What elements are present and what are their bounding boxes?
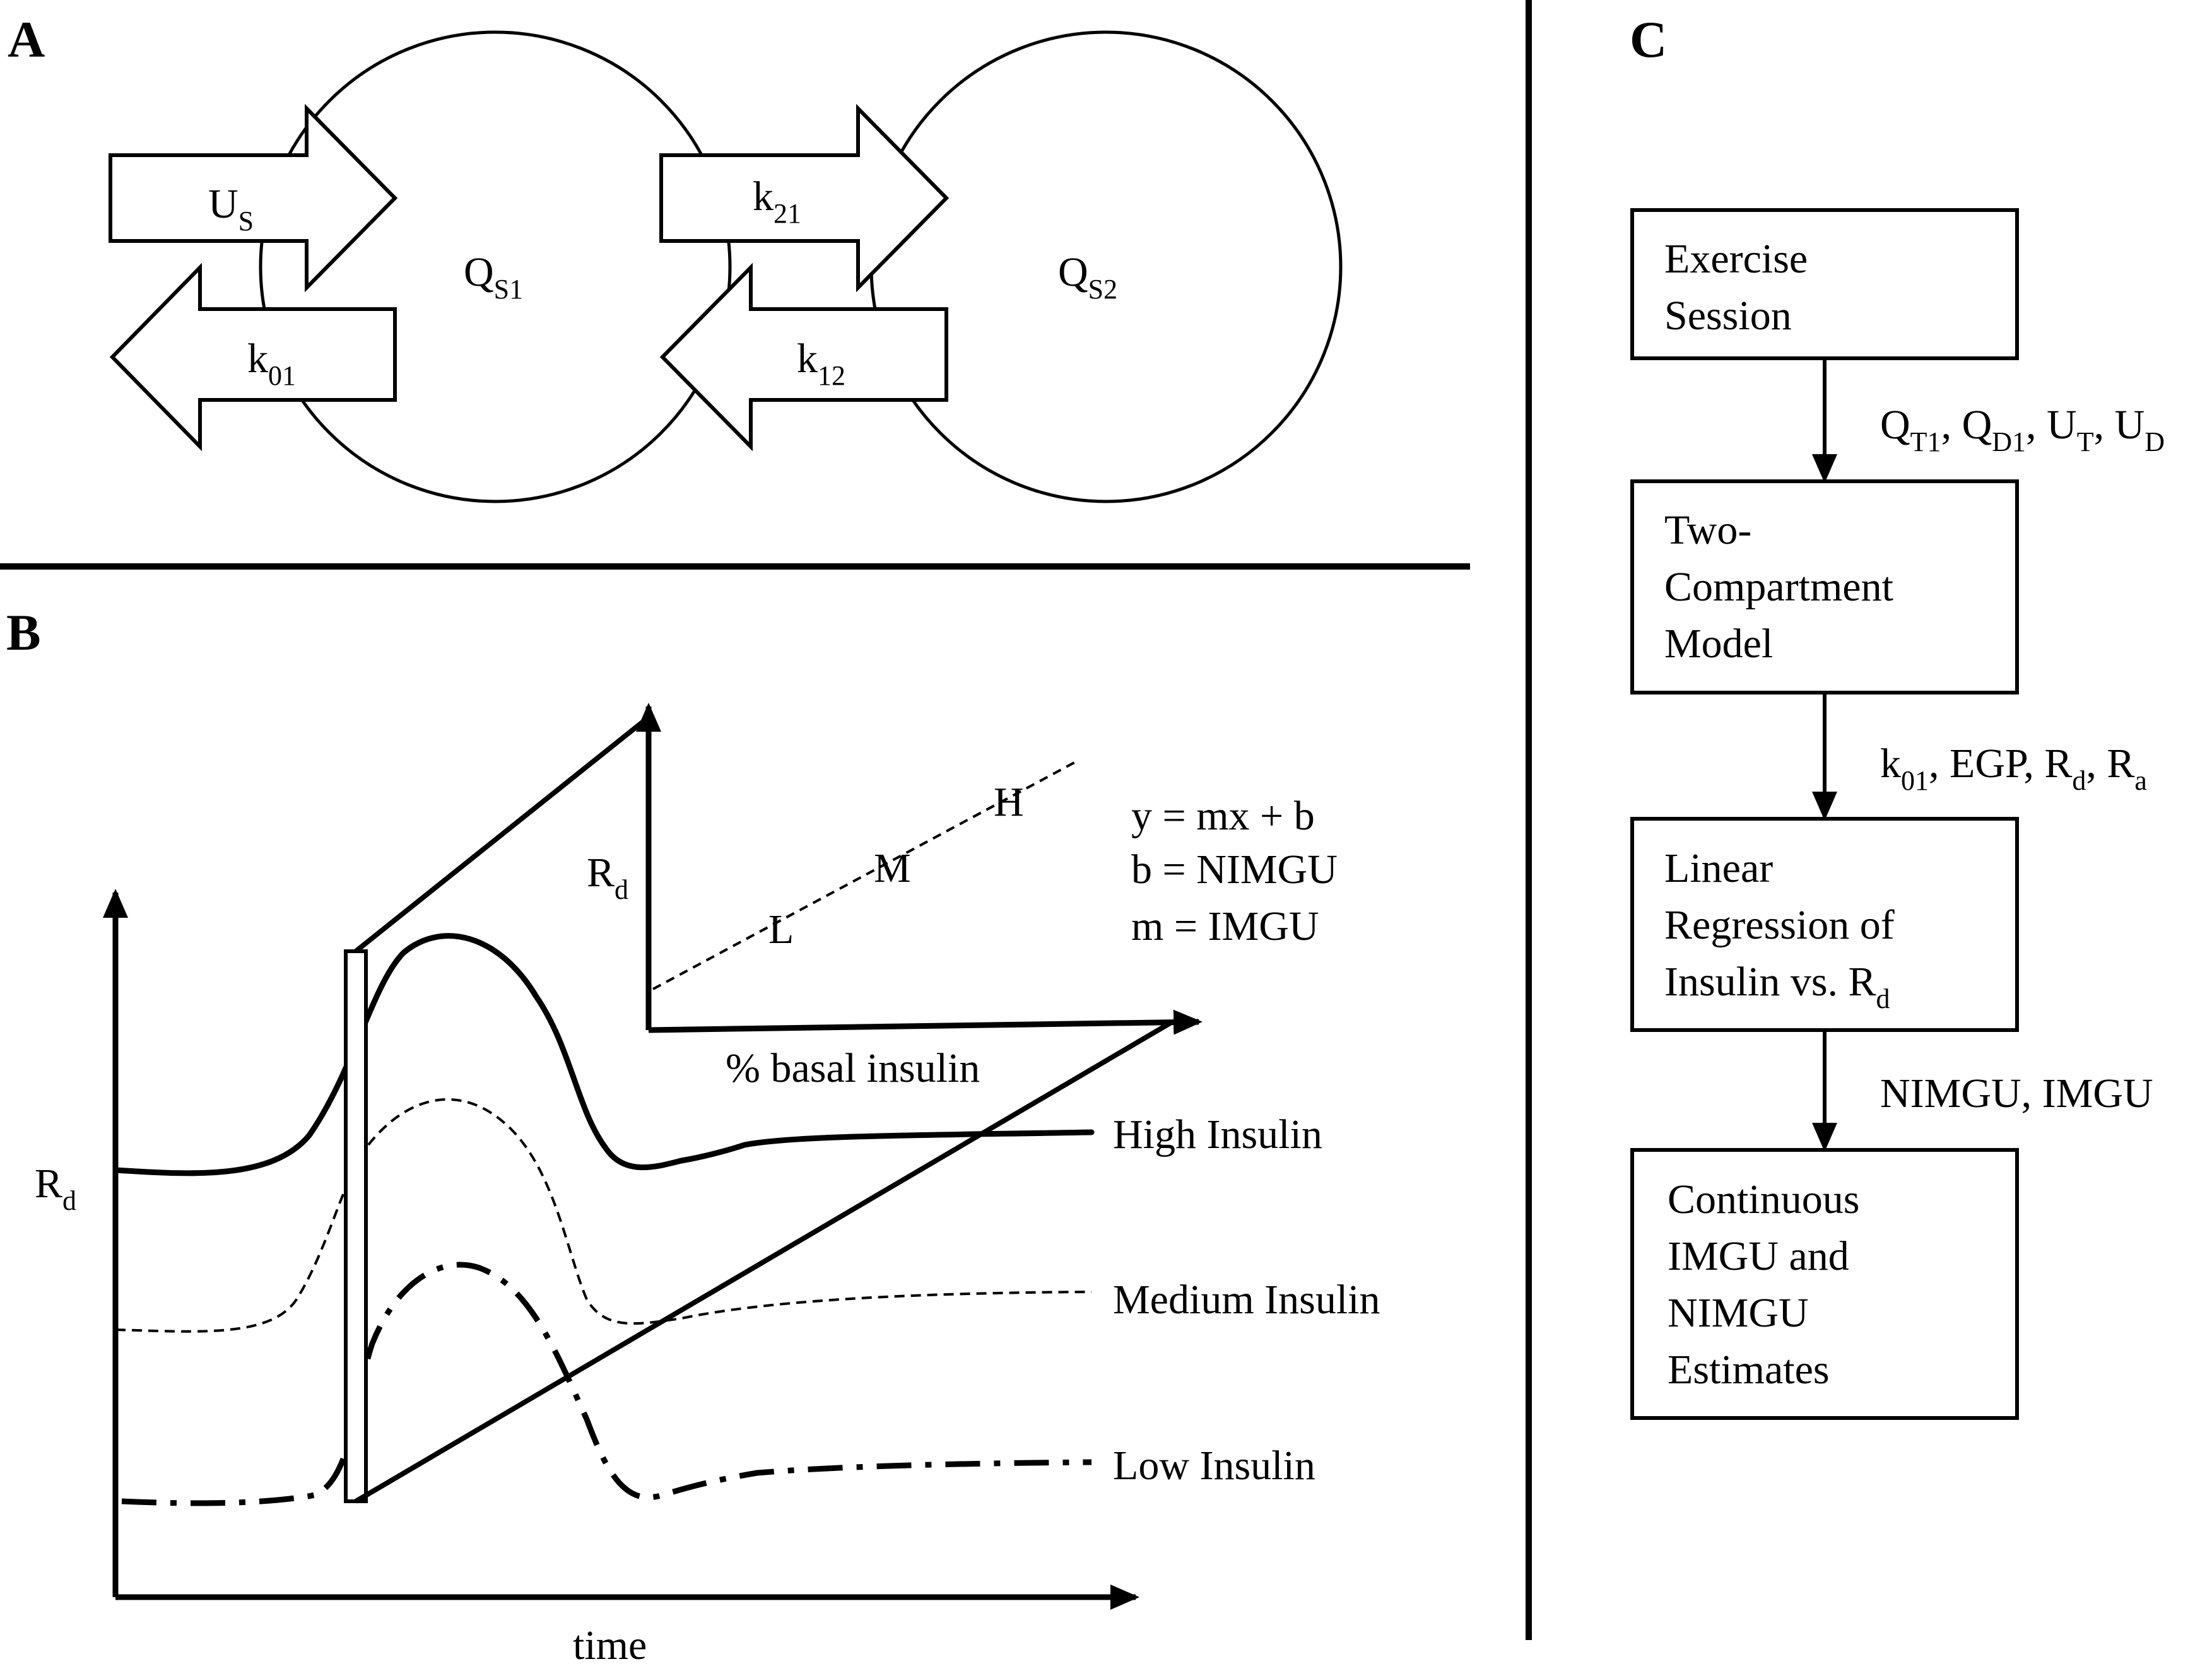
- projection-line-top: [354, 715, 650, 954]
- label-k01: k01: [247, 336, 296, 391]
- label-qs1: QS1: [464, 249, 523, 305]
- projection-line-bottom: [354, 1019, 1174, 1504]
- arrow-k12: [659, 262, 948, 452]
- curve-label-low: Low Insulin: [1113, 1443, 1315, 1489]
- curve-medium-insulin: [115, 1098, 1092, 1333]
- curve-low-insulin: [121, 1262, 1092, 1506]
- label-k21: k21: [753, 173, 801, 229]
- inset-y-label: Rd: [587, 850, 628, 905]
- curve-label-high: High Insulin: [1113, 1111, 1322, 1157]
- equation-line-3: m = IMGU: [1131, 903, 1319, 949]
- box1-line2: Session: [1664, 293, 1792, 339]
- box3-line1: Linear: [1664, 845, 1773, 891]
- y-axis-label: Rd: [35, 1161, 76, 1216]
- arrow-us: [109, 103, 398, 293]
- panel-c-letter: C: [1630, 11, 1667, 68]
- arrow-k01: [109, 262, 397, 452]
- edge-3-label: NIMGU, IMGU: [1880, 1070, 2153, 1116]
- inset-x-label: % basal insulin: [726, 1045, 980, 1091]
- arrow-k21: [659, 103, 950, 293]
- box4-line2: IMGU and: [1668, 1233, 1849, 1279]
- equation-line-1: y = mx + b: [1131, 793, 1315, 839]
- edge-2-label: k01, EGP, Rd, Ra: [1880, 741, 2147, 796]
- panel-c: C Exercise Session QT1, QD1, UT, UD Two-…: [1630, 11, 2165, 1420]
- box2-line1: Two-: [1664, 507, 1751, 553]
- box4-line4: Estimates: [1668, 1347, 1830, 1393]
- label-us: US: [208, 181, 254, 237]
- label-k12: k12: [797, 336, 845, 391]
- box3-line2: Regression of: [1664, 902, 1895, 948]
- equation-line-2: b = NIMGU: [1131, 847, 1338, 893]
- box3-line3: Insulin vs. Rd: [1664, 959, 1890, 1014]
- box4-line1: Continuous: [1668, 1176, 1859, 1222]
- inset-point-h: H: [994, 779, 1024, 825]
- selection-window: [344, 949, 368, 1503]
- flow-box-regression: [1630, 817, 2019, 1032]
- inset-regression-line: [652, 759, 1080, 990]
- label-qs2: QS2: [1058, 249, 1117, 305]
- box1-line1: Exercise: [1664, 236, 1808, 282]
- panel-a: A US k01 k21 k12 QS1 QS2: [8, 11, 1343, 503]
- box2-line2: Compartment: [1664, 564, 1893, 610]
- compartment-2-circle: [869, 30, 1343, 503]
- edge-1-label: QT1, QD1, UT, UD: [1880, 402, 2165, 457]
- compartment-1-circle: [259, 30, 732, 503]
- panel-b-letter: B: [6, 604, 41, 661]
- panel-b: B Rd time High Insulin Medium Insulin Lo…: [6, 604, 1380, 1668]
- flow-box-exercise: [1630, 208, 2019, 360]
- box2-line3: Model: [1664, 621, 1773, 667]
- inset-point-l: L: [768, 906, 794, 952]
- curve-high-insulin: [112, 933, 1095, 1176]
- x-axis-label: time: [573, 1622, 647, 1668]
- flow-box-model: [1630, 479, 2019, 694]
- panel-a-letter: A: [8, 11, 45, 68]
- box4-line3: NIMGU: [1668, 1290, 1809, 1336]
- flow-box-estimates: [1630, 1148, 2019, 1420]
- inset-x-axis: [648, 1009, 1203, 1035]
- inset-point-m: M: [874, 845, 911, 891]
- curve-label-medium: Medium Insulin: [1113, 1277, 1380, 1323]
